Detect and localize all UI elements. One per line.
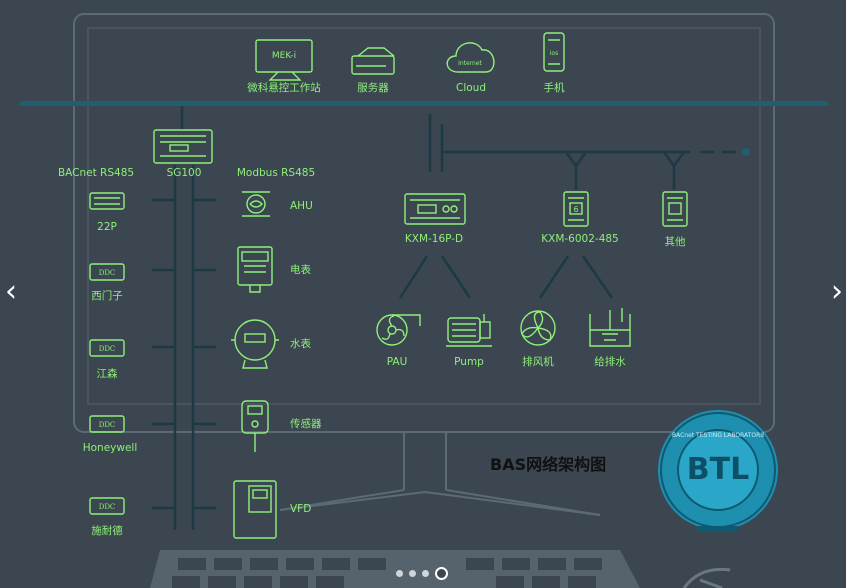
fan-blower-icon	[376, 314, 421, 346]
ddc-tag: DDC	[99, 345, 116, 353]
cloud-label: Cloud	[456, 82, 486, 94]
workstation-label: 微科悬控工作站	[247, 82, 321, 94]
controller-label: 其他	[664, 236, 686, 248]
right-device-label: 水表	[290, 338, 311, 350]
equipment-label: PAU	[386, 356, 408, 368]
sensor-icon	[241, 400, 269, 452]
gateway-label: SG100	[166, 167, 202, 179]
carousel-dot-3[interactable]	[422, 569, 429, 577]
network-bus	[20, 101, 828, 106]
left-device-label: 西门子	[91, 290, 123, 302]
phone-label: 手机	[543, 82, 565, 94]
ddc-icon: DDC	[89, 339, 125, 357]
monitor-screen	[87, 27, 761, 405]
monitor-icon: MEK-i	[255, 39, 313, 81]
ddc-icon: DDC	[89, 263, 125, 281]
equipment-label: 排风机	[522, 356, 554, 368]
gateway-icon	[153, 129, 213, 164]
carousel-dot-4[interactable]	[435, 566, 448, 580]
mouse	[682, 567, 731, 588]
exhaust-fan-icon	[520, 310, 556, 346]
server-icon	[351, 47, 395, 75]
right-device-label: 电表	[290, 264, 311, 276]
module-icon	[662, 191, 688, 227]
monitor-stand	[279, 432, 601, 516]
phone-icon: ios	[543, 32, 565, 72]
left-device-label: 施耐德	[91, 525, 123, 537]
controller-label: KXM-16P-D	[404, 233, 464, 245]
left-device-label: Honeywell	[82, 442, 138, 454]
right-device-label: VFD	[290, 503, 312, 515]
left-device-label: 江森	[96, 368, 118, 380]
kxm-16p-controller-icon	[404, 193, 466, 225]
server-label: 服务器	[357, 82, 389, 94]
btl-logo	[658, 410, 778, 532]
ddc-icon: DDC	[89, 497, 125, 515]
cloud-inner-text: Internet	[458, 60, 482, 67]
cloud-icon: Internet	[446, 42, 495, 73]
modbus-bus-label: Modbus RS485	[236, 167, 316, 179]
equipment-label: 给排水	[594, 356, 626, 368]
pump-icon	[446, 314, 492, 347]
btl-ring-text: BACnet TESTING LABORATORIES	[672, 432, 764, 439]
carousel-prev-button[interactable]: ‹	[5, 274, 17, 309]
ahu-icon	[242, 191, 270, 217]
ddc-tag: DDC	[99, 503, 116, 511]
vfd-icon	[233, 480, 277, 539]
workstation-screen-text: MEK-i	[272, 51, 296, 61]
connection-lines	[152, 106, 745, 530]
btl-text: BTL	[686, 452, 750, 487]
ddc-tag: DDC	[99, 269, 116, 277]
module-tag: 6	[573, 205, 578, 214]
diagram-title: BAS网络架构图	[490, 455, 607, 474]
bus-end-dot	[742, 148, 750, 156]
carousel-dot-1[interactable]	[396, 569, 403, 577]
water-supply-icon	[589, 308, 631, 347]
keyboard	[150, 550, 640, 588]
phone-screen-text: ios	[550, 50, 558, 57]
monitor-frame	[73, 13, 775, 433]
electric-meter-icon	[237, 246, 273, 293]
right-device-label: AHU	[290, 200, 313, 212]
equipment-label: Pump	[454, 356, 484, 368]
carousel-dot-2[interactable]	[409, 569, 416, 577]
carousel-next-button[interactable]: ›	[831, 274, 843, 309]
left-device-label: 22P	[97, 221, 117, 233]
water-meter-icon	[231, 319, 279, 369]
controller-icon	[89, 192, 125, 210]
controller-label: KXM-6002-485	[541, 233, 619, 245]
right-device-label: 传感器	[290, 418, 322, 430]
bacnet-bus-label: BACnet RS485	[57, 167, 135, 179]
module-icon: 6	[563, 191, 589, 227]
ddc-icon: DDC	[89, 415, 125, 433]
carousel-pagination	[396, 566, 448, 580]
ddc-tag: DDC	[99, 421, 116, 429]
